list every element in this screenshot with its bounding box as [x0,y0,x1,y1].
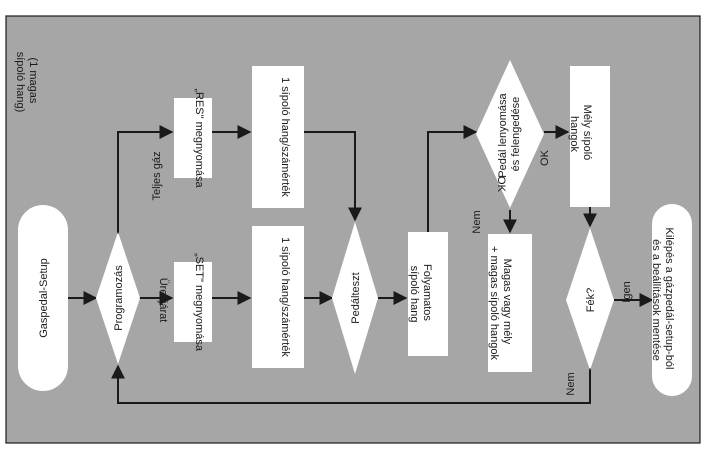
edge-no-loop [111,364,591,404]
low-beeps-line-2: hangok [568,116,580,153]
exit-line-1: Kilépés a gázpedál-setup-ból [663,228,675,370]
high-or-low-line-2: + magas sípoló hangok [488,246,500,361]
edge-label-idle: Üresjárat [157,278,169,323]
beep-counter-top-label: 1 sípoló hang/számérték [279,77,291,197]
exit-terminal [652,204,692,396]
pedal-test-label: Pedálteszt [350,272,362,323]
exit-label: Kilépés a gázpedál-setup-ból és a beállí… [650,228,675,373]
brake-decision [566,228,614,370]
annotation-line-1: (1 magas [27,58,39,104]
exit-line-2: és a beállítások mentése [650,239,662,361]
pedal-press-release-label: Pedál lenyomása és felengedése [497,90,522,177]
pedal-press-line-2: és felengedése [510,97,522,172]
programming-decision [96,232,140,364]
edge-label-no-left: Nem [471,210,483,233]
edge-label-no-bottom: Nem [565,372,577,395]
edge-label-ok-top: OK [495,176,507,193]
beep-counter-top-box [252,66,304,208]
annotation-note: (1 magas sípoló hang) [14,52,39,113]
high-or-low-beeps-label: Magas vagy mély + magas sípoló hangok [488,246,513,361]
low-beeps-box [570,66,610,207]
brake-label: Fék? [585,288,597,312]
continuous-beep-label: Folyamatos sípoló hang [408,264,433,324]
start-label: Gaspedal-Setup [38,258,50,338]
continuous-beep-line-1: Folyamatos [421,264,433,321]
start-terminal [18,205,68,391]
set-press-label: „SET" megnyomása [193,253,205,352]
beep-counter-bottom-label: 1 sípoló hang/számérték [279,237,291,357]
low-beeps-line-1: Mély sípoló [581,105,593,161]
edge-label-full-throttle: Teljes gáz [151,152,163,201]
edge-counter-top-pedal [304,131,362,222]
res-press-box [174,98,212,178]
pedal-test-decision [332,222,378,374]
edge-label-ok-right: OK [539,149,551,166]
pedal-press-release-decision [476,60,544,208]
beep-counter-bottom-box [252,226,304,368]
res-press-label: „RES" megnyomása [193,88,205,188]
edges [68,125,654,404]
edge-continuous-press [427,125,478,232]
set-press-box [174,262,212,342]
edge-label-yes: Igen [621,281,633,302]
low-beeps-label: Mély sípoló hangok [568,105,593,164]
programming-label: Programozás [113,265,125,331]
edge-full-throttle [117,125,174,234]
continuous-beep-line-2: sípoló hang [408,266,420,323]
continuous-beep-box [408,232,448,356]
pedal-press-line-1: Pedál lenyomása [497,92,509,177]
high-or-low-beeps-box [488,234,532,372]
high-or-low-line-1: Magas vagy mély [501,259,513,345]
annotation-line-2: sípoló hang) [14,52,26,113]
